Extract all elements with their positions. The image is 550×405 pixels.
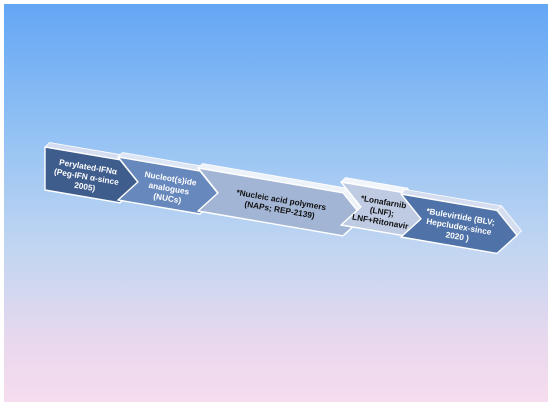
timeline-steps: Perylated-IFNα(Peg-IFN α-since2005)Nucle… — [44, 142, 523, 255]
timeline-step-label: *Bulevirtide (BLV;Hepcludex-since2020 ) — [422, 206, 496, 247]
timeline-step-label-line: 2005) — [74, 180, 97, 193]
timeline-step-3: *Nucleic acid polymers(NAPs; REP-2139) — [197, 163, 369, 237]
timeline-step-arrow — [197, 167, 364, 237]
timeline-step-label: Nucleot(s)ideanalogues(NUCs) — [141, 169, 198, 207]
timeline-step-label-line: (LNF); — [369, 205, 395, 219]
timeline-step-label-line: (NUCs) — [153, 191, 183, 206]
timeline-step-label-line: 2020 ) — [445, 229, 470, 243]
timeline-step-arrow — [400, 193, 518, 255]
timeline-step-5: *Bulevirtide (BLV;Hepcludex-since2020 ) — [400, 189, 523, 255]
